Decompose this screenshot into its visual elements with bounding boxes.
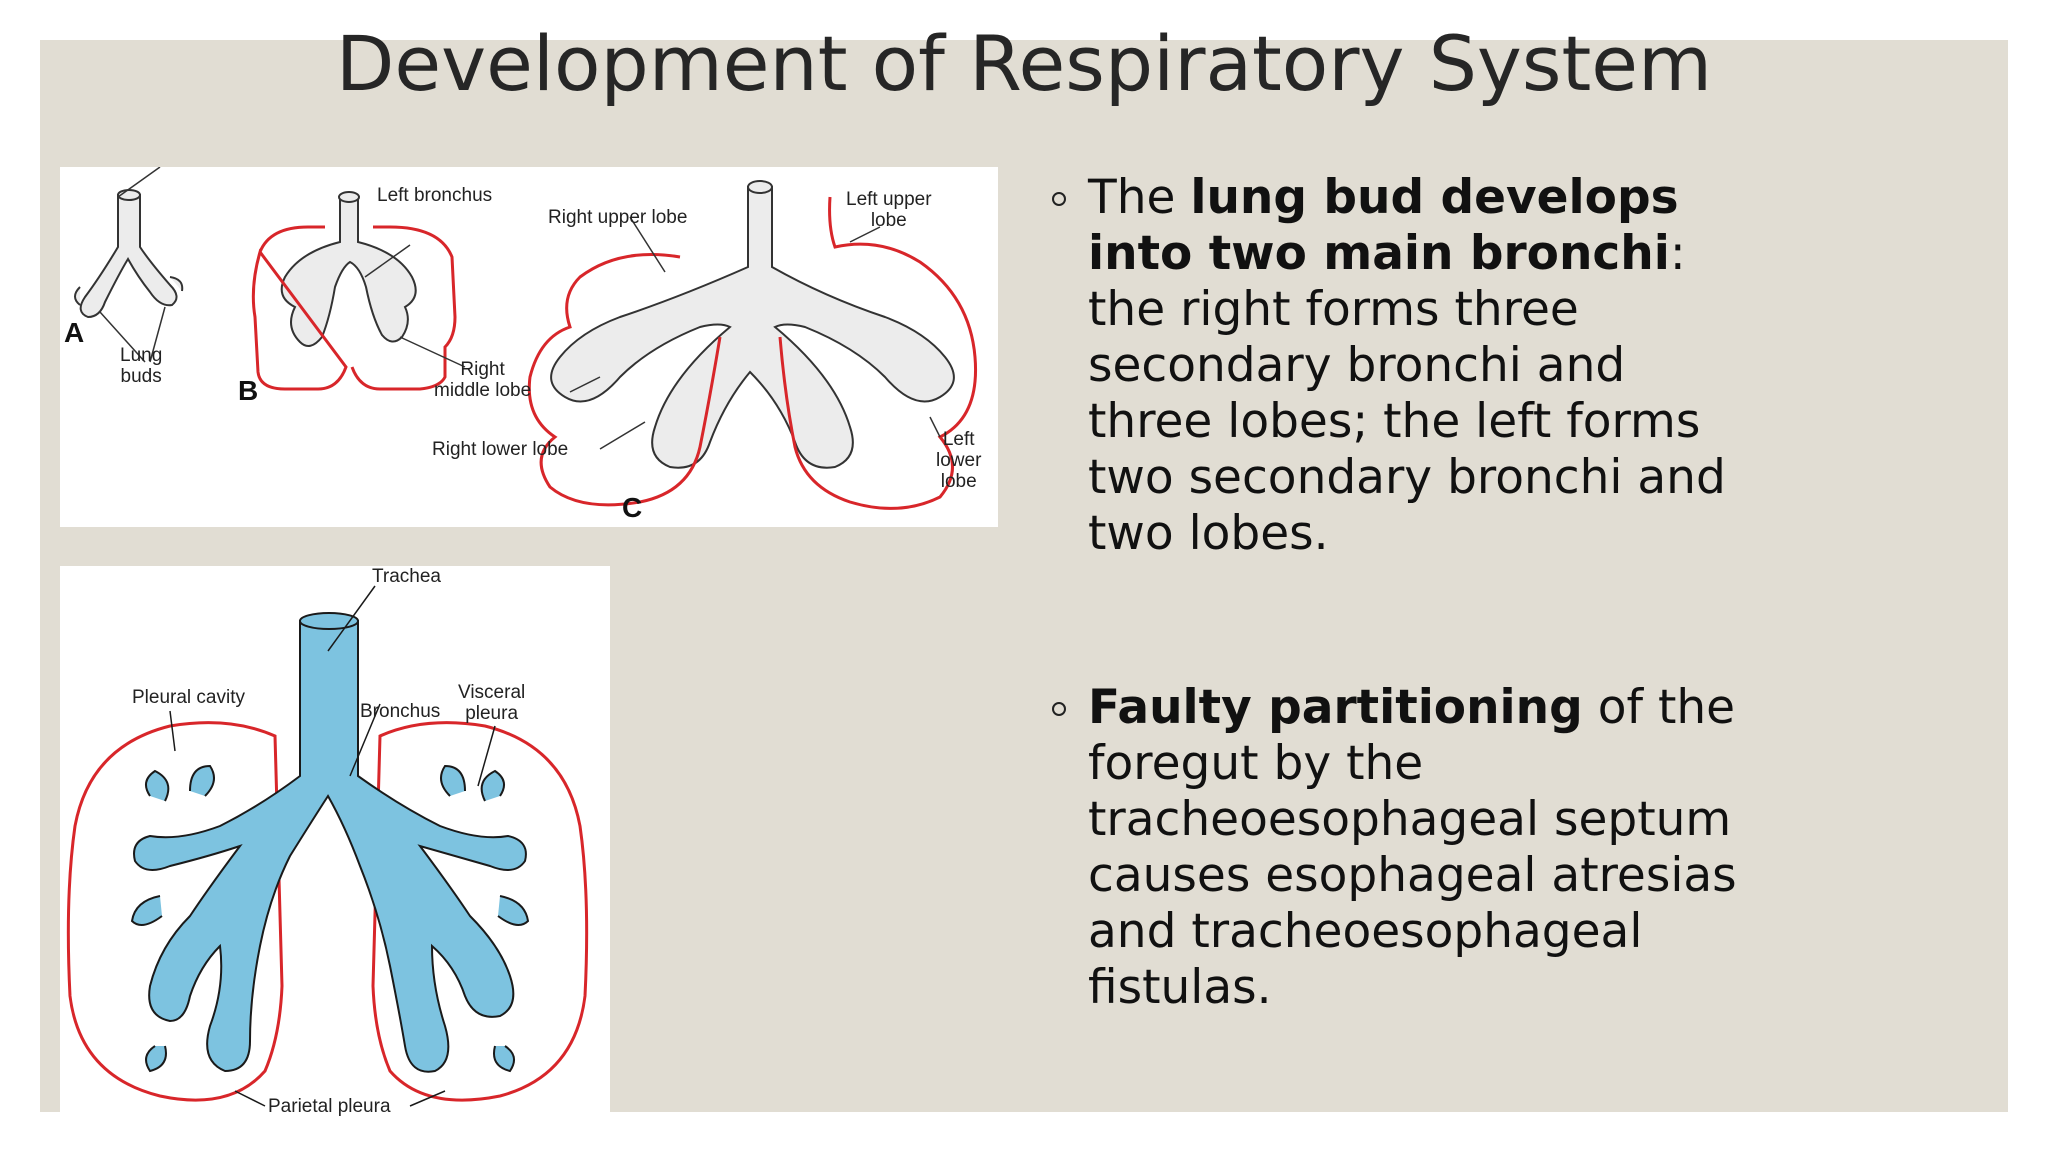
lung-development-drawing <box>74 167 978 510</box>
panel-letter-b: B <box>238 375 259 406</box>
bronchial-tree-drawing <box>66 585 589 1107</box>
label-left-upper-lobe: Left upper lobe <box>846 189 932 231</box>
panel-b-bronchi <box>280 191 417 347</box>
bullet-text-bold: lung bud develops into two main bronchi <box>1088 170 1679 281</box>
label-left-bronchus: Left bronchus <box>377 185 493 206</box>
bullet-circle-icon <box>1052 702 1066 716</box>
panel-c-bronchi <box>550 180 955 469</box>
label-left-lower-lobe: Left lower lobe <box>936 429 982 492</box>
label-right-upper-lobe: Right upper lobe <box>548 207 688 228</box>
bullet-circle-icon <box>1052 192 1066 206</box>
label-pleural-cavity: Pleural cavity <box>132 687 245 708</box>
bullet-item: The lung bud develops into two main bron… <box>1052 170 1752 562</box>
panel-b-pleura <box>251 225 457 391</box>
lung-development-figure: Left bronchus Lung buds Right upper lobe… <box>60 167 998 527</box>
bullet-text-pre: The <box>1088 170 1191 225</box>
bronchial-tree <box>130 612 530 1073</box>
bullet-text-post: of the foregut by the tracheoesophageal … <box>1088 680 1737 1015</box>
label-parietal-pleura: Parietal pleura <box>268 1096 391 1117</box>
bullet-list: The lung bud develops into two main bron… <box>1052 170 1752 1016</box>
panel-letter-a: A <box>64 317 85 348</box>
slide-title: Development of Respiratory System <box>335 19 1713 108</box>
label-right-lower-lobe: Right lower lobe <box>432 439 569 460</box>
right-parietal-pleura <box>371 721 589 1102</box>
bronchial-tree-figure: Trachea Pleural cavity Bronchus Visceral… <box>60 566 610 1119</box>
panel-letter-c: C <box>622 492 643 523</box>
label-trachea: Trachea <box>372 566 441 587</box>
panel-c-pleura-left <box>527 253 722 507</box>
panel-c-pleura-right <box>778 196 978 510</box>
bullet-text-bold: Faulty partitioning <box>1088 680 1583 735</box>
label-lung-buds: Lung buds <box>120 345 163 387</box>
bullet-text-post: : the right forms three secondary bronch… <box>1088 226 1726 561</box>
label-right-middle-lobe: Right middle lobe <box>434 359 532 401</box>
bullet-item: Faulty partitioning of the foregut by th… <box>1052 680 1752 1016</box>
label-visceral-pleura: Visceral pleura <box>458 682 526 724</box>
label-bronchus: Bronchus <box>360 701 441 722</box>
left-parietal-pleura <box>66 721 284 1102</box>
panel-a-lung-buds <box>74 189 184 319</box>
